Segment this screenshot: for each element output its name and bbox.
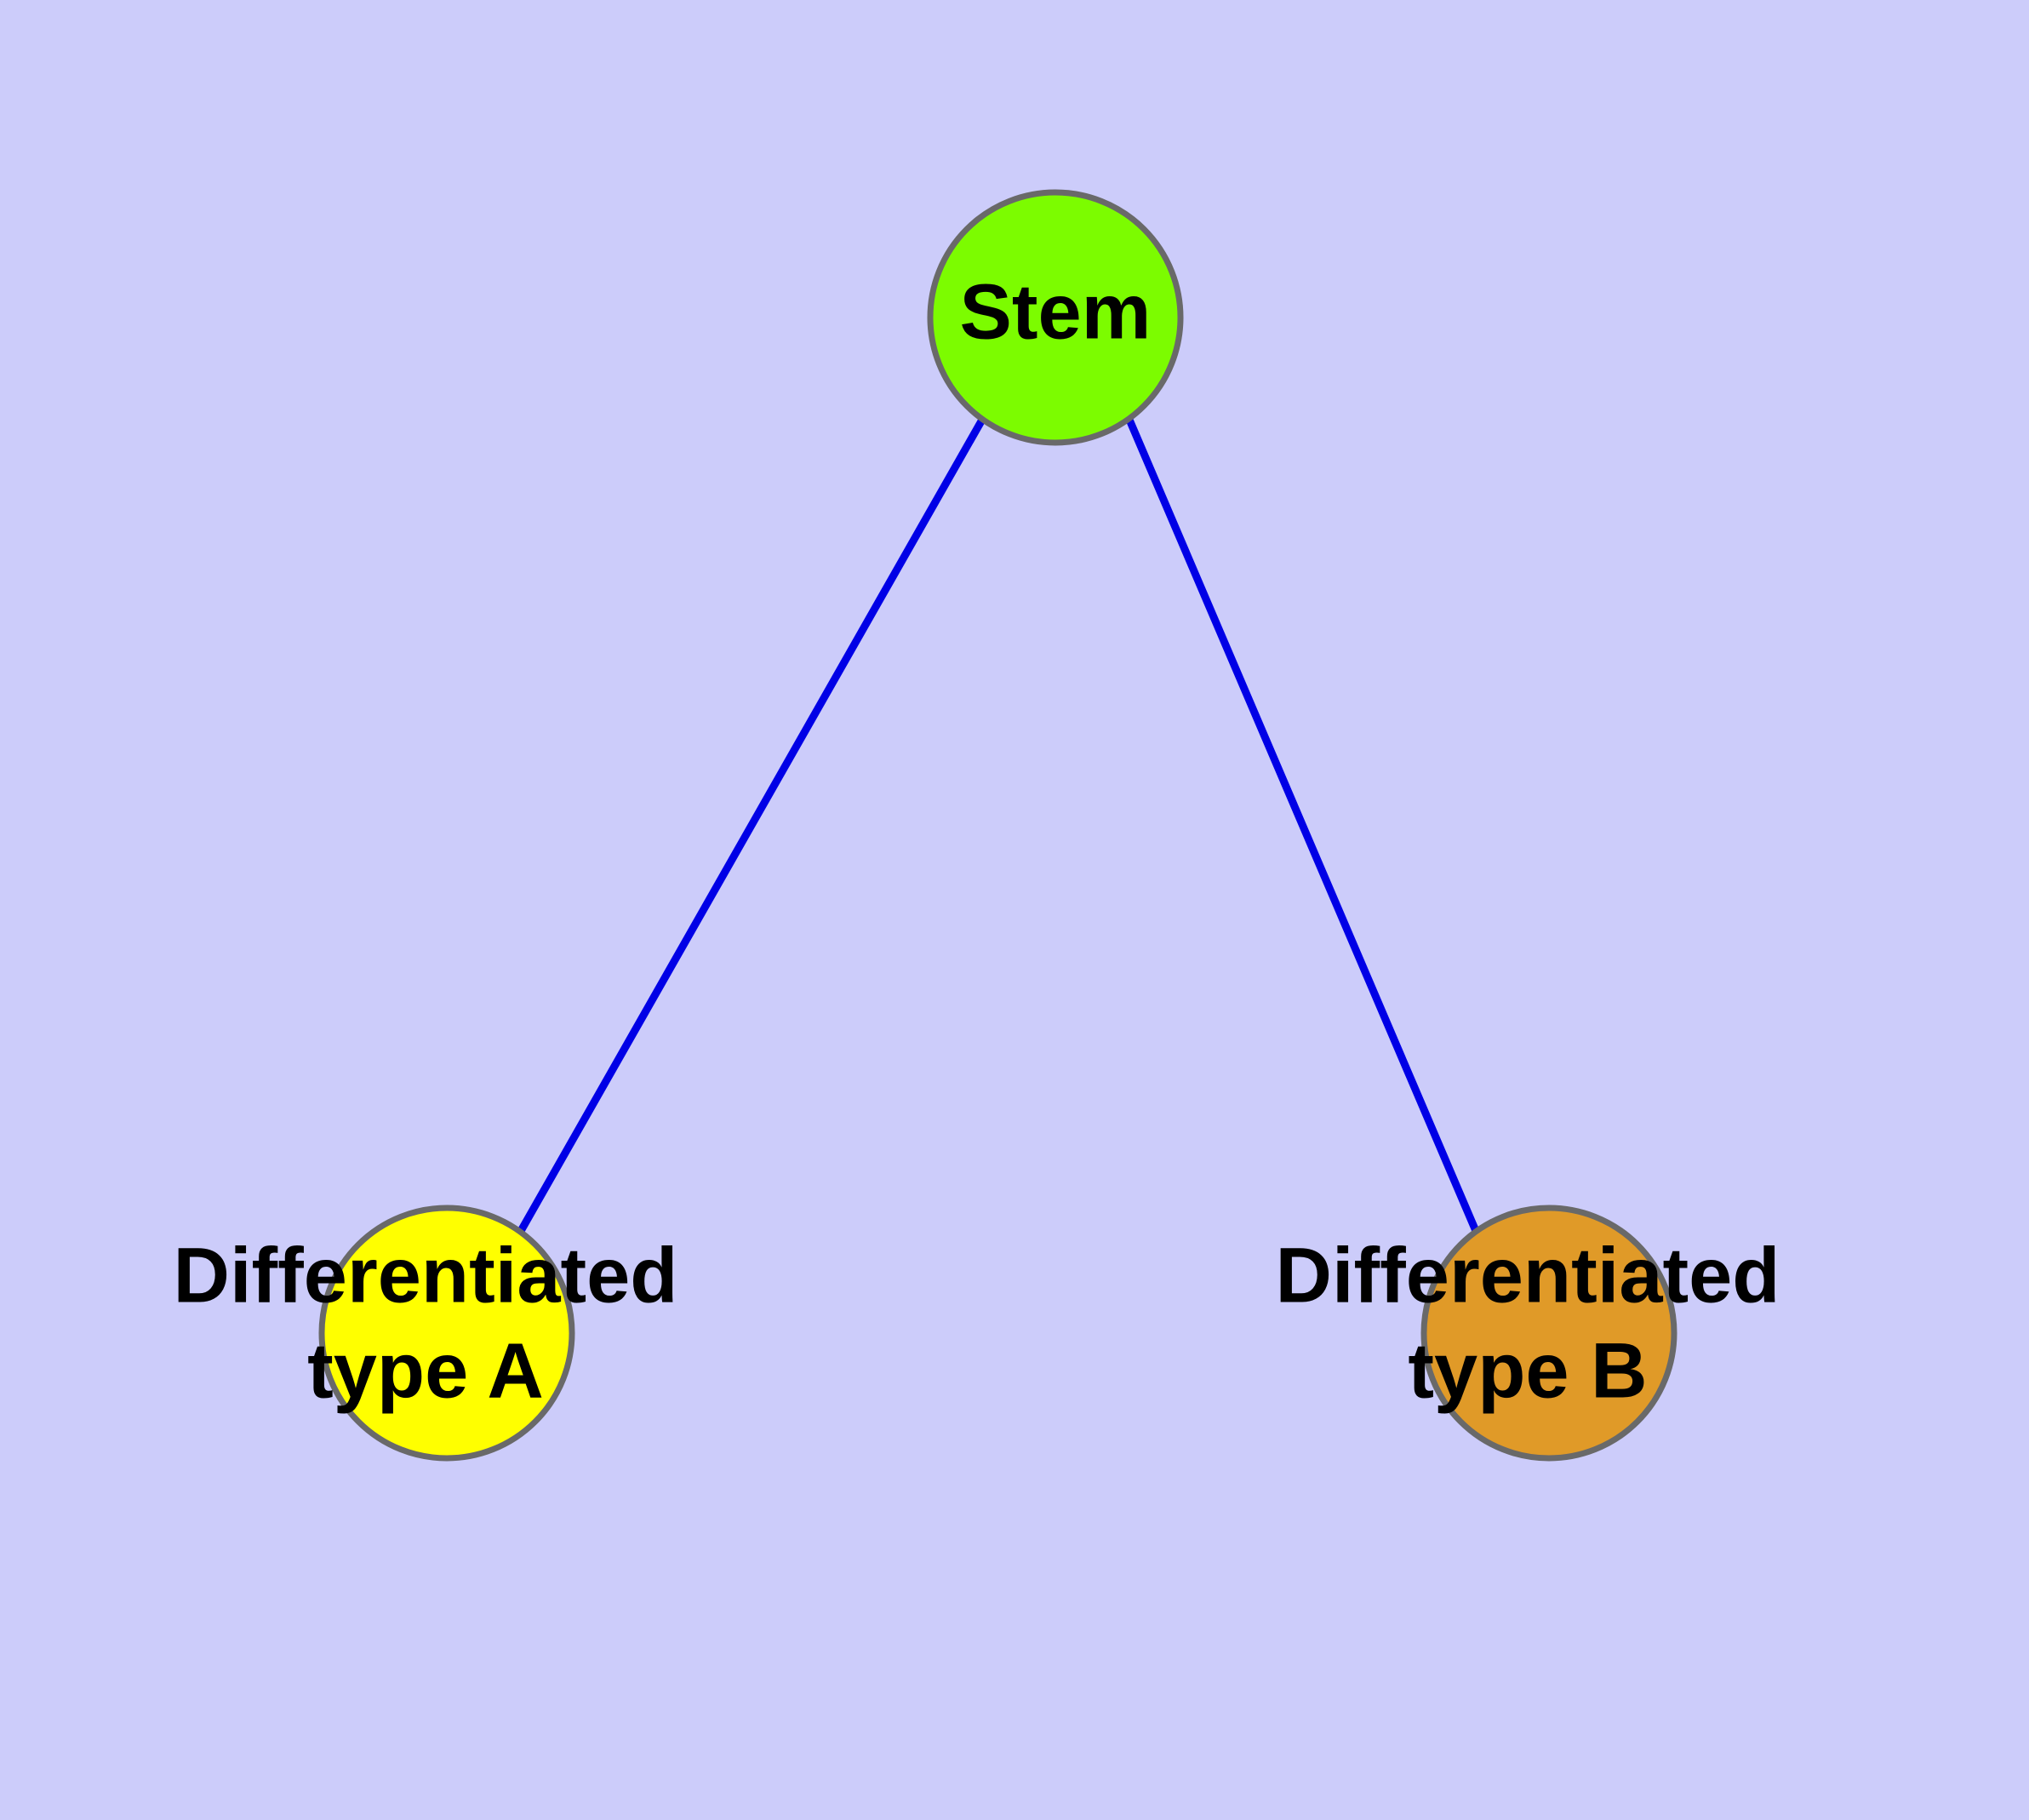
node-stem-circle[interactable] — [927, 189, 1184, 446]
edge-stem-to-differentiated-type-b[interactable] — [1125, 415, 1480, 1235]
node-differentiated-type-a[interactable] — [318, 1205, 575, 1462]
edge-stem-to-differentiated-type-a[interactable] — [517, 415, 986, 1235]
label-layer: Stem Differentiated type A Differentiate… — [174, 268, 1780, 1414]
node-stem-label: Stem — [960, 268, 1152, 355]
node-differentiated-type-b-label-line2: type B — [1408, 1327, 1647, 1414]
node-stem[interactable] — [927, 189, 1184, 446]
node-differentiated-type-b-circle[interactable] — [1420, 1205, 1677, 1462]
node-differentiated-type-a-label-line2: type A — [307, 1327, 544, 1414]
node-differentiated-type-a-label-line1: Differentiated — [174, 1232, 678, 1319]
edge-layer — [517, 415, 1480, 1235]
node-differentiated-type-b-label-line1: Differentiated — [1276, 1232, 1780, 1319]
node-differentiated-type-b[interactable] — [1420, 1205, 1677, 1462]
node-differentiated-type-a-circle[interactable] — [318, 1205, 575, 1462]
node-layer — [318, 189, 1677, 1462]
